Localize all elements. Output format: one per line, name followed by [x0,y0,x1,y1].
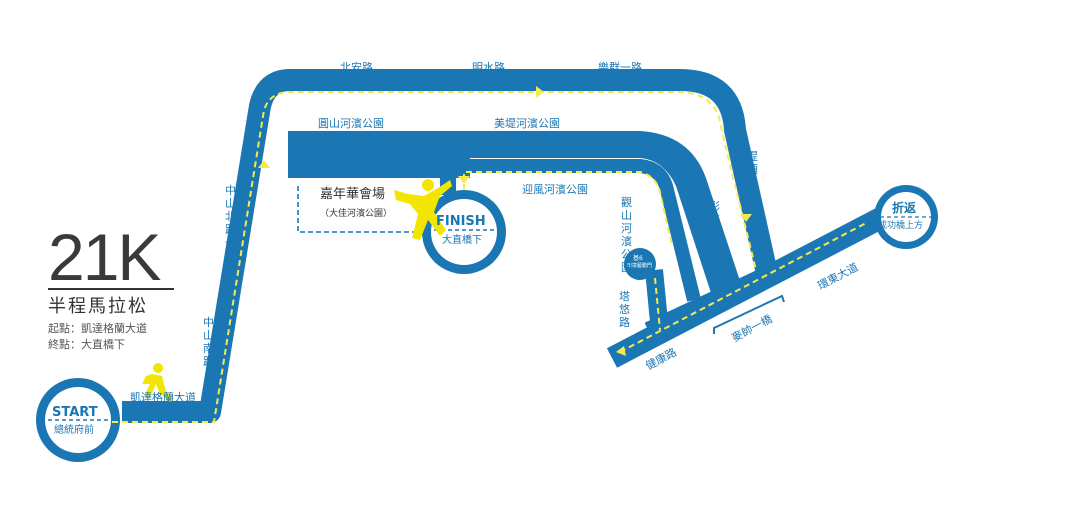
start-sublabel: 總統府前 [54,425,94,436]
road-label-diding: 堤頂大道 [747,150,758,202]
race-name: 半程馬拉松 [48,296,148,317]
station-sublabel: 環境藝動門 [627,263,653,269]
turn-circle-inner [881,192,931,242]
finish-info: 終點：大直橋下 [48,338,125,351]
road-label-yuanshan-park: 圓山河濱公園 [318,117,384,130]
route-road [122,69,779,423]
maishuai-bracket [713,294,785,334]
road-label-zhongshan-n: 中山北路一至三段 [225,184,236,288]
running-path-return [619,221,869,353]
guanshan-lane [462,159,701,302]
running-path-inner [463,171,673,331]
road-label-zhongshan-s: 中山南路 [203,316,214,368]
station-circle [624,248,656,280]
carnival-sublabel: （大佳河濱公園） [320,209,393,219]
road-label-meiti-park: 美堤河濱公園 [494,117,560,130]
title-divider [48,288,174,290]
road-label-caihong-park: 彩虹河濱公園 [709,200,720,278]
running-path [112,91,757,423]
finisher-icon [394,179,452,240]
road-label-beian: 北安路 [340,61,373,74]
road-label-tayou: 塔悠路 [619,290,630,329]
road-label-lequn: 樂群一路 [598,61,642,74]
station-label: 基6 [633,255,643,262]
road-label-mingshui: 明水路 [472,61,505,74]
finish-circle-inner [431,199,497,265]
finish-sublabel: 大直橋下 [442,235,482,246]
huandong-road-2 [644,260,784,338]
race-distance: 21K [48,220,161,294]
start-label: START [52,405,98,420]
road-label-ketagalan: 凱達格蘭大道 [130,391,196,404]
finish-label: FINISH [436,214,486,229]
turnaround-sublabel: 成功橋上方 [878,221,924,231]
road-label-guanshan-park: 觀山河濱公園 [621,196,632,274]
direction-arrow-icon [258,86,752,356]
runner-icon [142,363,174,402]
road-label-yingfeng-park: 迎風河濱公園 [522,183,588,196]
carnival-label: 嘉年華會場 [320,187,386,202]
turnaround-label: 折返 [892,201,917,215]
river-park-block [288,131,745,296]
start-info: 起點：凱達格蘭大道 [48,322,147,335]
